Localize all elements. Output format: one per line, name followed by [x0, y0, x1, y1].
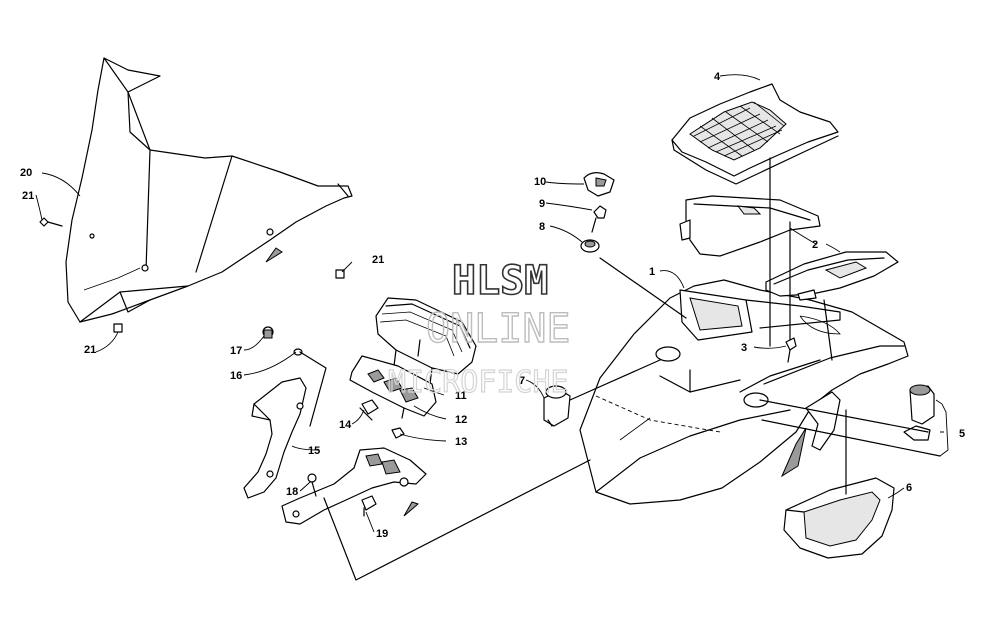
fastener-icon: [785, 337, 797, 363]
callout-21-bottom: 21: [84, 344, 96, 356]
plug-cover-icon: [783, 477, 895, 559]
fastener-icon: [262, 326, 405, 439]
side-panel-icon: [679, 195, 899, 301]
callout-21-right: 21: [372, 254, 384, 266]
callout-13: 13: [455, 436, 467, 448]
watermark-microfiche: MICROFICHE: [388, 365, 569, 400]
dc-outlet-icon: [903, 384, 935, 441]
callout-14: 14: [339, 419, 352, 431]
ignition-switch-icon: [543, 172, 615, 427]
callout-2: 2: [812, 239, 818, 251]
callout-15: 15: [308, 445, 320, 457]
mount-bracket-icon: [243, 377, 427, 525]
windshield-icon: [65, 57, 353, 323]
watermark-online: ONLINE: [426, 306, 571, 352]
callout-6: 6: [906, 482, 912, 494]
callout-19: 19: [376, 528, 388, 540]
callout-3: 3: [741, 342, 747, 354]
storage-net-icon: [671, 83, 839, 185]
callout-7: 7: [519, 375, 525, 387]
callout-20: 20: [20, 167, 32, 179]
leader-lines: [35, 74, 949, 581]
callout-1: 1: [649, 266, 655, 278]
callout-10: 10: [534, 176, 546, 188]
callout-9: 9: [539, 198, 545, 210]
fastener-icon: [307, 473, 377, 517]
callout-11: 11: [455, 390, 467, 402]
callout-21: 21: [22, 190, 34, 202]
hood-console-icon: [579, 279, 909, 505]
callout-12: 12: [455, 414, 467, 426]
gauge-icon: [375, 297, 477, 385]
callout-16: 16: [230, 370, 242, 382]
callout-4: 4: [714, 71, 721, 83]
mount-bracket-icon: [349, 355, 437, 419]
callout-18: 18: [286, 486, 298, 498]
watermark-hlsm: HLSM: [452, 258, 548, 304]
callout-8: 8: [539, 221, 545, 233]
callout-labels: 1 2 3 4 5 6 7 8 9 10 11 12 13 14 15 16 1…: [20, 71, 965, 540]
watermark: ONLINE MICROFICHE HLSM: [387, 257, 571, 400]
callout-17: 17: [230, 345, 242, 357]
callout-5: 5: [959, 428, 965, 440]
